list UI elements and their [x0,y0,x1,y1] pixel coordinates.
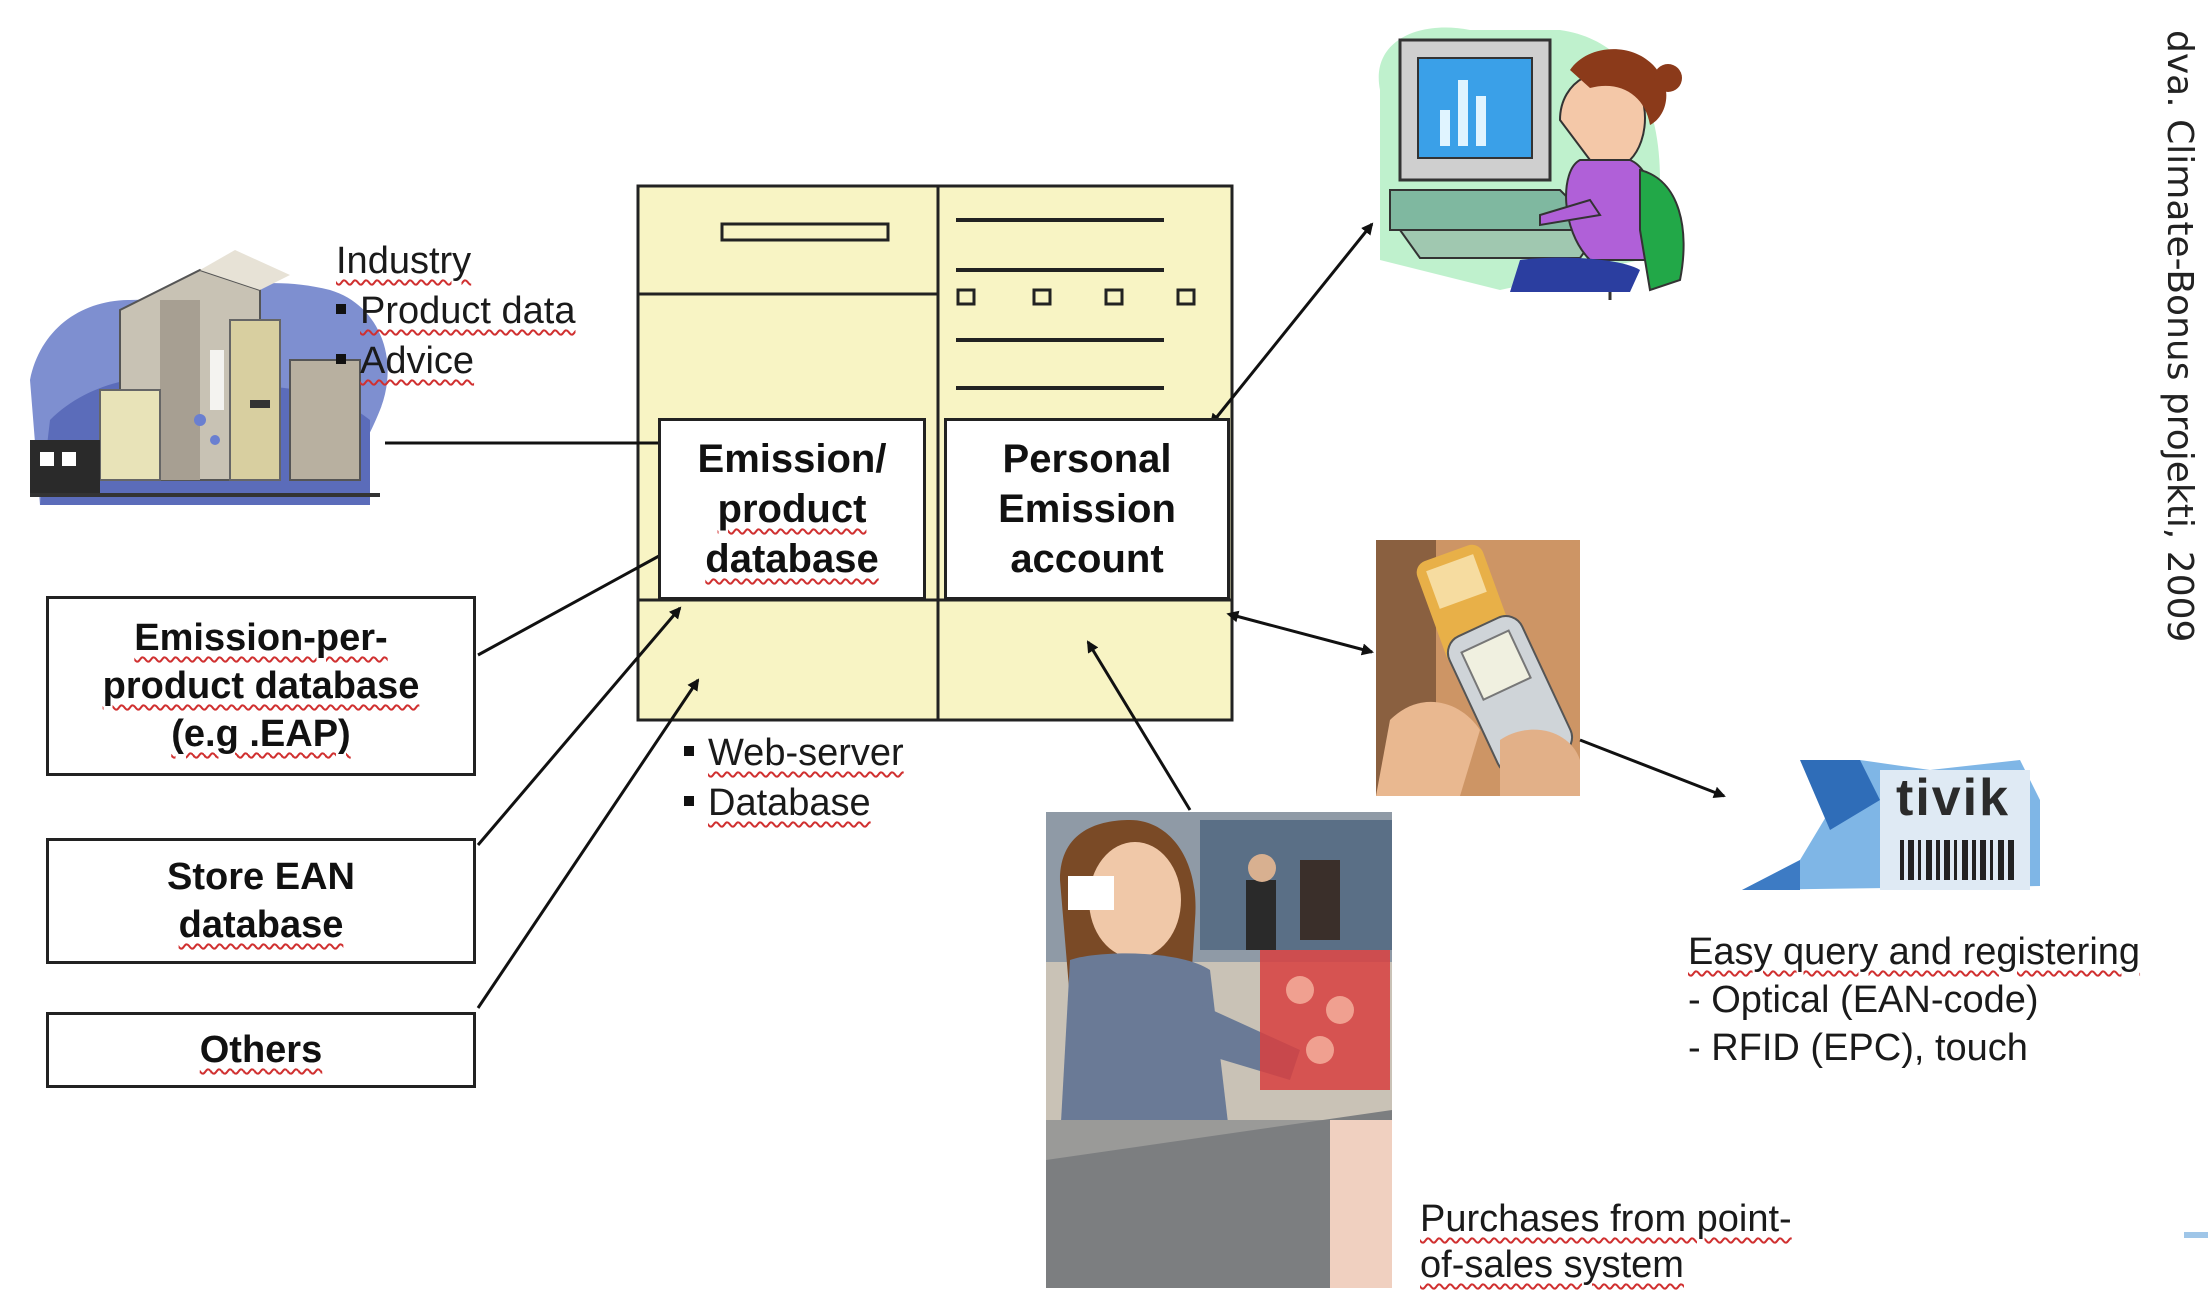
scanner-item-rfid: - RFID (EPC), touch [1688,1027,2028,1069]
arrows [385,222,1726,1009]
arrow-ean-to-db [476,606,682,846]
tivik-product-box [1742,760,2040,890]
scanner-item-optical: - Optical (EAN-code) [1688,979,2039,1021]
arrow-phone-tivik [1579,738,1726,798]
server-item-web-server: Web-server [684,728,904,778]
checkout-photo [1046,812,1392,1288]
person-at-computer-illustration [1378,27,1685,300]
pos-caption: Purchases from point- of-sales system [1420,1198,1792,1286]
arrow-others-to-db [476,678,700,1009]
personal-emission-account-box: Personal Emission account [944,418,1230,600]
arrow-checkout-to-account [1086,640,1192,811]
server-items: Web-server Database [684,728,904,828]
emission-per-product-database-box: Emission-per- product database (e.g .EAP… [46,596,476,776]
tivik-logo: tivik [1896,769,2011,827]
industry-item-advice: Advice [336,336,575,386]
arrow-eap-to-db [477,548,672,657]
scanner-title: Easy query and registering [1688,931,2141,973]
side-caption-wrapper: dva. Climate-Bonus projekti, 2009 [2152,30,2204,790]
scanner-label-group: Easy query and registering - Optical (EA… [1688,928,2140,1072]
industry-title: Industry [336,240,472,282]
phone-scanning-photo [1376,540,1580,796]
industry-item-product-data: Product data [336,286,575,336]
corner-mark [2184,1232,2208,1238]
arrow-account-computer [1209,222,1374,426]
others-box: Others [46,1012,476,1088]
industry-label-group: Industry Product data Advice [336,236,575,386]
server-item-database: Database [684,778,904,828]
store-ean-database-box: Store EAN database [46,838,476,964]
arrow-account-phone [1226,610,1374,656]
factory-illustration [30,250,388,505]
side-caption: dva. Climate-Bonus projekti, 2009 [2159,30,2200,643]
emission-product-database-box: Emission/ product database [658,418,926,600]
